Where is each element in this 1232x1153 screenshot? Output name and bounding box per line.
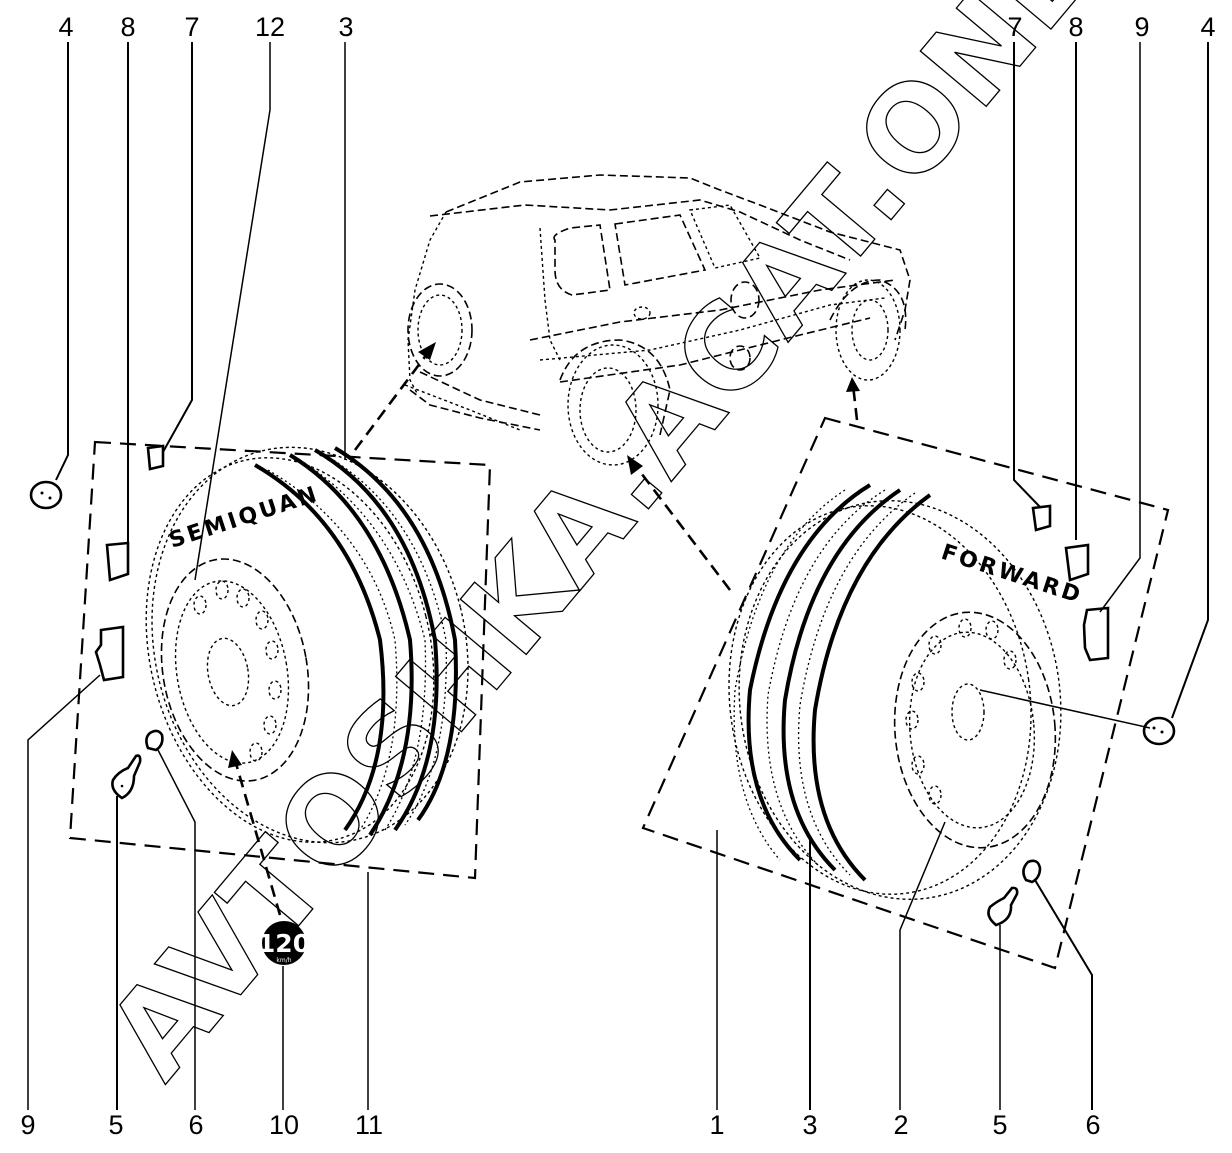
callouts-bottom-left: 9 5 6 10 11 [20, 1110, 383, 1140]
callout-9-right: 9 [1134, 12, 1149, 42]
balance-weight-large-left [94, 625, 125, 682]
right-wheel-disc [893, 611, 1057, 849]
left-tire-sidewall-text: SEMIQUAN [166, 482, 322, 554]
callout-5-right: 5 [992, 1110, 1007, 1140]
callouts-bottom-right: 1 3 2 5 6 [709, 1110, 1100, 1140]
valve-cap-right [1022, 859, 1042, 884]
right-tire-sidewall-text: FORWARD [938, 540, 1086, 609]
callouts-top-right: 7 8 9 4 [1007, 12, 1215, 42]
watermark-text: AVTOSHKA.ACAT.ONLINE [81, 0, 1232, 1103]
wheel-nut-right [1142, 716, 1176, 746]
left-group-frame [68, 440, 492, 880]
valve-left [111, 754, 142, 800]
callout-7-right: 7 [1007, 12, 1022, 42]
balance-weight-small-right [1031, 504, 1052, 532]
callout-2: 2 [893, 1110, 908, 1140]
balance-weight-medium-right [1064, 543, 1090, 582]
callout-4-right: 4 [1200, 12, 1215, 42]
right-group-frame [641, 416, 1170, 970]
speed-badge-value: 120 [258, 929, 310, 958]
speed-limit-badge: 120 km/h [258, 921, 310, 965]
callout-8-left: 8 [120, 12, 135, 42]
callout-6-right: 6 [1085, 1110, 1100, 1140]
right-wheel-group: FORWARD [641, 416, 1176, 970]
valve-cap-left [145, 729, 164, 752]
callout-8-right: 8 [1068, 12, 1083, 42]
callout-3-right: 3 [802, 1110, 817, 1140]
callout-5-left: 5 [108, 1110, 123, 1140]
wheel-nut-left [29, 480, 63, 510]
callout-6-left: 6 [188, 1110, 203, 1140]
callout-10: 10 [269, 1110, 299, 1140]
callout-9-left: 9 [20, 1110, 35, 1140]
balance-weight-large-right [1082, 606, 1110, 662]
vehicle-outline [404, 174, 911, 466]
left-wheel-disc [160, 558, 310, 782]
callout-4-left: 4 [58, 12, 73, 42]
callout-12: 12 [255, 12, 285, 42]
balance-weight-small-left [146, 444, 165, 471]
callout-1: 1 [709, 1110, 724, 1140]
callout-7-left: 7 [184, 12, 199, 42]
valve-right [987, 886, 1019, 927]
speed-badge-unit: km/h [276, 957, 291, 964]
leader-lines [27, 42, 1209, 1110]
callout-3-left: 3 [338, 12, 353, 42]
balance-weight-medium-left [105, 541, 130, 582]
assembly-arrows [228, 342, 860, 916]
callouts-top-left: 4 8 7 12 3 [58, 12, 353, 42]
callout-11: 11 [355, 1110, 383, 1140]
